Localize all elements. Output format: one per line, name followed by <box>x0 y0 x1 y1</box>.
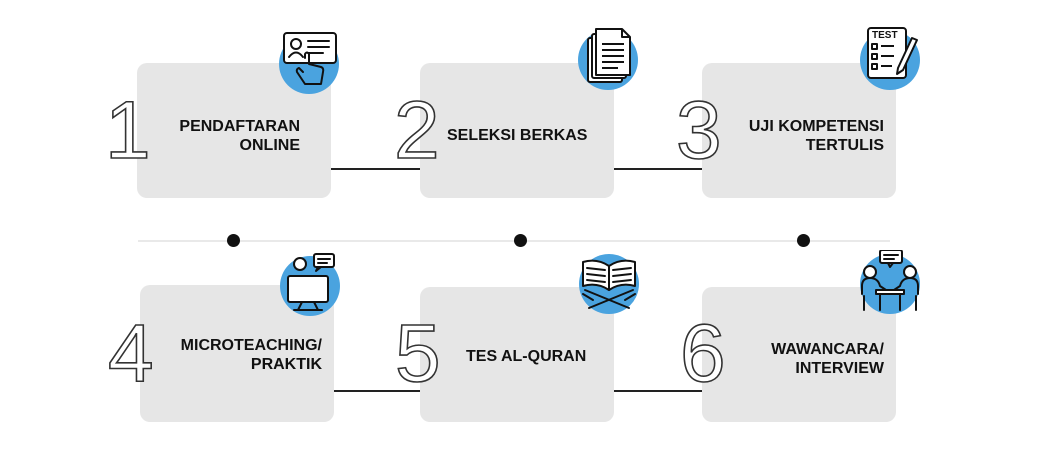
step-4-label: MICROTEACHING/ PRAKTIK <box>150 336 322 374</box>
step-2-card <box>420 63 614 198</box>
teacher-monitor-icon <box>278 252 342 316</box>
step-1-label: PENDAFTARAN ONLINE <box>150 117 300 155</box>
quran-icon <box>577 250 641 314</box>
step-2-label-line: SELEKSI BERKAS <box>447 127 588 144</box>
step-6-label: WAWANCARA/ INTERVIEW <box>730 340 884 378</box>
connector-4-5 <box>334 390 420 392</box>
step-4-label-line: MICROTEACHING/ <box>180 337 322 354</box>
step-2-number: 2 <box>393 85 440 176</box>
timeline-dot <box>227 234 240 247</box>
step-3-label: UJI KOMPETENSI TERTULIS <box>720 117 884 155</box>
test-checklist-icon: TEST <box>858 26 922 90</box>
step-6-number: 6 <box>679 308 726 399</box>
connector-5-6 <box>614 390 702 392</box>
step-4-number: 4 <box>107 308 154 399</box>
connector-2-3 <box>614 168 702 170</box>
test-icon-text: TEST <box>872 30 898 41</box>
timeline-dot <box>797 234 810 247</box>
step-2-label: SELEKSI BERKAS <box>447 126 607 145</box>
timeline-dot <box>514 234 527 247</box>
documents-icon <box>576 26 640 90</box>
online-registration-icon <box>277 30 341 94</box>
step-5-card <box>420 287 614 422</box>
step-5-label-line: TES AL-QURAN <box>466 348 587 365</box>
step-1-label-line: PENDAFTARAN <box>179 118 300 135</box>
step-5-number: 5 <box>394 308 441 399</box>
interview-icon <box>858 250 922 314</box>
step-5-label: TES AL-QURAN <box>466 347 606 366</box>
step-3-number: 3 <box>675 85 722 176</box>
step-3-label-line: UJI KOMPETENSI <box>748 118 884 135</box>
step-3-card <box>702 63 896 198</box>
step-1-number: 1 <box>104 85 151 176</box>
step-6-label-line: INTERVIEW <box>795 360 884 377</box>
step-6-label-line: WAWANCARA/ <box>771 341 884 358</box>
step-1-label-line: ONLINE <box>239 137 300 154</box>
connector-1-2 <box>331 168 420 170</box>
step-3-label-line: TERTULIS <box>805 137 884 154</box>
step-4-label-line: PRAKTIK <box>250 356 322 373</box>
